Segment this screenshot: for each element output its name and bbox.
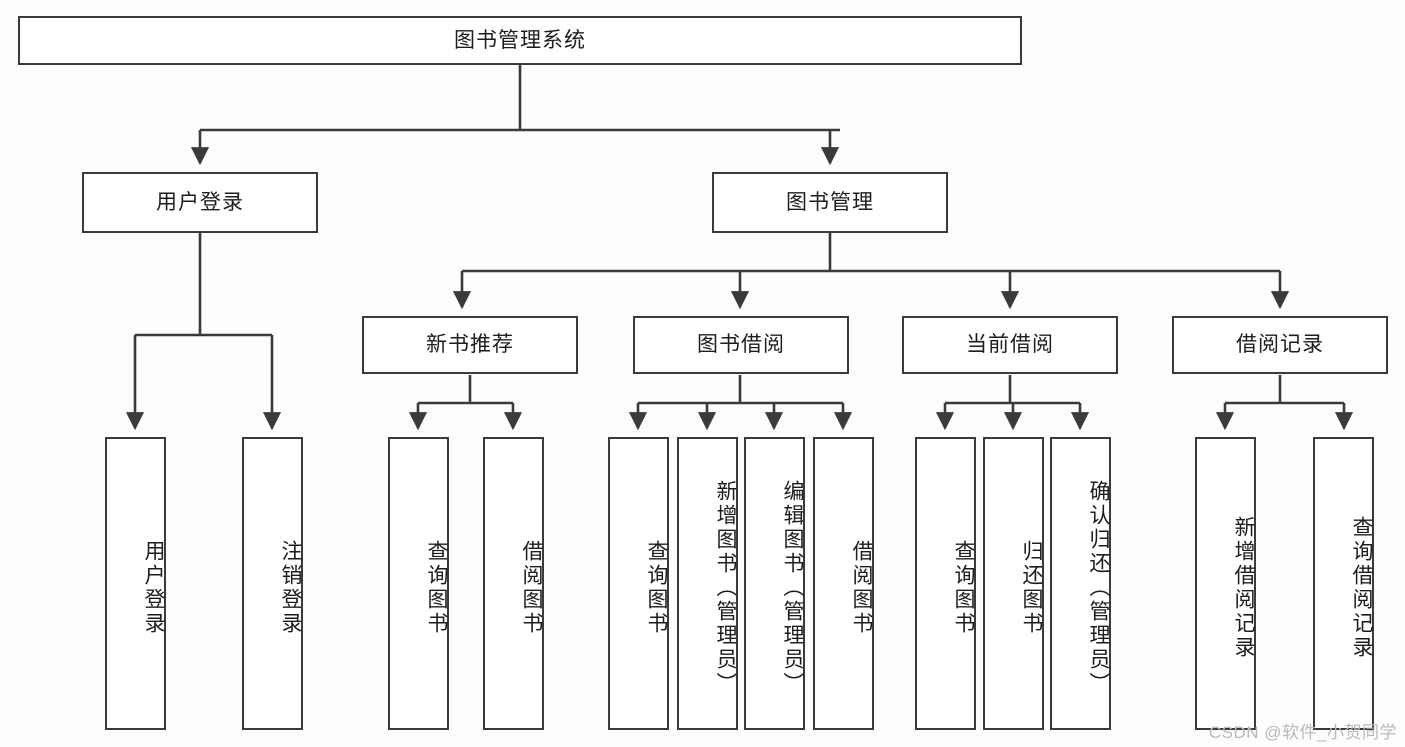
leaf-user-logout-label: 注销登录 [279, 539, 302, 636]
leaf-query-record-label: 查询借阅记录 [1350, 515, 1373, 660]
leaf-query-book-1-label: 查询图书 [425, 539, 448, 636]
leaf-query-record[interactable]: 查询借阅记录 [1313, 437, 1374, 730]
node-root-label: 图书管理系统 [454, 28, 586, 52]
node-user-login[interactable]: 用户登录 [82, 172, 318, 233]
leaf-borrow-book-1-label: 借阅图书 [520, 539, 543, 636]
leaf-query-book-2[interactable]: 查询图书 [608, 437, 669, 730]
leaf-edit-book-label: 编辑图书（管理员） [781, 479, 804, 696]
leaf-user-logout[interactable]: 注销登录 [242, 437, 303, 730]
leaf-borrow-book-2-label: 借阅图书 [850, 539, 873, 636]
leaf-user-login-label: 用户登录 [142, 539, 165, 636]
node-current-borrow-label: 当前借阅 [966, 333, 1054, 357]
node-book-borrow[interactable]: 图书借阅 [633, 316, 849, 374]
node-root[interactable]: 图书管理系统 [18, 16, 1022, 65]
node-borrow-record-label: 借阅记录 [1236, 333, 1324, 357]
leaf-add-book[interactable]: 新增图书（管理员） [677, 437, 738, 730]
leaf-borrow-book-2[interactable]: 借阅图书 [813, 437, 874, 730]
leaf-query-book-2-label: 查询图书 [645, 539, 668, 636]
node-borrow-record[interactable]: 借阅记录 [1172, 316, 1388, 374]
leaf-confirm-return[interactable]: 确认归还（管理员） [1050, 437, 1111, 730]
node-user-login-label: 用户登录 [156, 190, 244, 214]
leaf-query-book-3-label: 查询图书 [952, 539, 975, 636]
node-book-manage-label: 图书管理 [786, 190, 874, 214]
leaf-edit-book[interactable]: 编辑图书（管理员） [744, 437, 805, 730]
leaf-add-record-label: 新增借阅记录 [1232, 515, 1255, 660]
leaf-confirm-return-label: 确认归还（管理员） [1087, 479, 1110, 696]
leaf-user-login[interactable]: 用户登录 [105, 437, 166, 730]
leaf-add-book-label: 新增图书（管理员） [714, 479, 737, 696]
node-book-manage[interactable]: 图书管理 [712, 172, 948, 233]
leaf-return-book-label: 归还图书 [1020, 539, 1043, 636]
leaf-query-book-3[interactable]: 查询图书 [915, 437, 976, 730]
leaf-query-book-1[interactable]: 查询图书 [388, 437, 449, 730]
node-new-book-recommend-label: 新书推荐 [426, 333, 514, 357]
leaf-return-book[interactable]: 归还图书 [983, 437, 1044, 730]
node-new-book-recommend[interactable]: 新书推荐 [362, 316, 578, 374]
node-current-borrow[interactable]: 当前借阅 [902, 316, 1118, 374]
leaf-add-record[interactable]: 新增借阅记录 [1195, 437, 1256, 730]
leaf-borrow-book-1[interactable]: 借阅图书 [483, 437, 544, 730]
csdn-watermark: CSDN @软件_小贺同学 [1208, 723, 1397, 742]
node-book-borrow-label: 图书借阅 [697, 333, 785, 357]
